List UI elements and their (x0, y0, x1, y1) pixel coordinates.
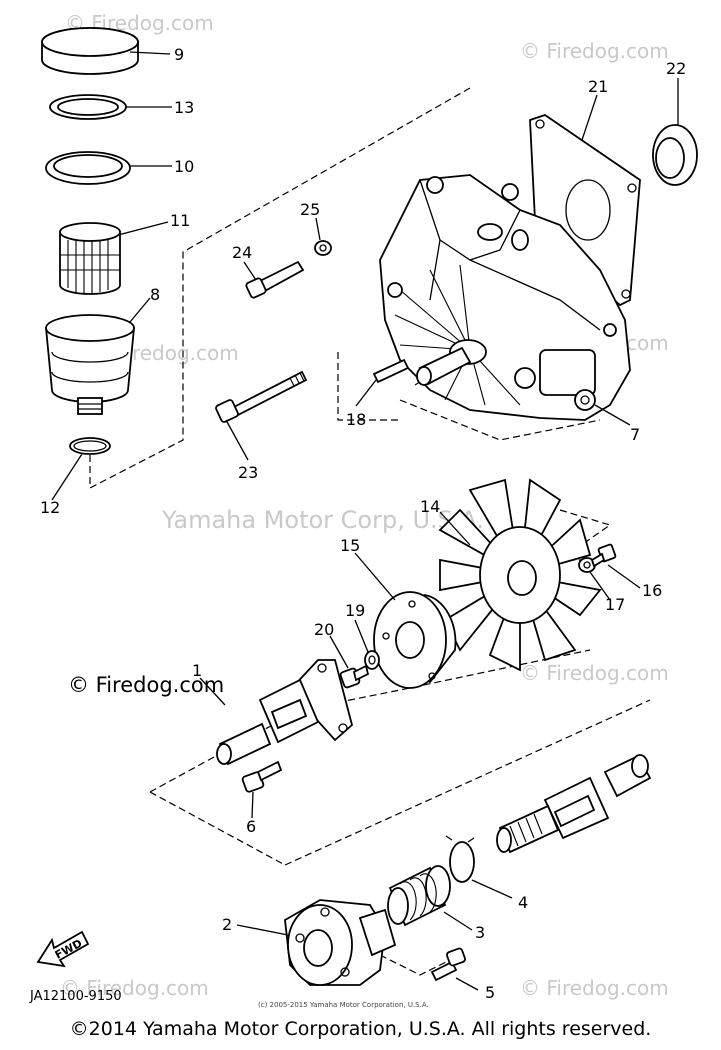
part-9-cap (41, 27, 139, 75)
callout-numbers: 9 13 10 11 8 12 21 22 25 24 23 18 7 14 1… (40, 45, 686, 1002)
part-13-ring (49, 94, 127, 120)
callout-11: 11 (170, 211, 190, 230)
part-5-bolt (430, 947, 466, 982)
drive-shaft-lower (496, 754, 652, 854)
part-20-bolt (339, 664, 370, 689)
part-16-bolt (590, 543, 617, 568)
watermark-firedog: © Firedog.com (520, 976, 669, 1000)
callout-19: 19 (345, 601, 365, 620)
part-6-bolt (241, 760, 283, 793)
callout-8: 8 (150, 285, 160, 304)
callout-25: 25 (300, 200, 320, 219)
callout-2: 2 (222, 915, 232, 934)
callout-20: 20 (314, 620, 334, 639)
part-24-bolt (245, 260, 305, 299)
callout-24: 24 (232, 243, 252, 262)
callout-15: 15 (340, 536, 360, 555)
diagram-code: JA12100-9150 (29, 989, 122, 1004)
watermark-firedog: © Firedog.com (520, 661, 669, 685)
assembly-dash-line (149, 649, 591, 793)
callout-6: 6 (246, 817, 256, 836)
watermark-firedog-dark: © Firedog.com (68, 673, 224, 697)
callout-18: 18 (346, 410, 366, 429)
assembly-dash-line (379, 954, 461, 976)
part-8-strainer-body (45, 314, 135, 415)
part-14-fan (438, 478, 602, 672)
assembly-dash-line (89, 87, 471, 489)
callout-17: 17 (605, 595, 625, 614)
callout-4: 4 (518, 893, 528, 912)
part-2-housing (284, 899, 397, 986)
callout-14: 14 (420, 497, 440, 516)
part-19-washer (364, 650, 380, 670)
assembly-dash-line (399, 399, 601, 441)
watermark-firedog: © Firedog.com (60, 976, 209, 1000)
callout-1: 1 (192, 661, 202, 680)
part-3-boot (387, 865, 451, 927)
watermark-firedog: © Firedog.com (520, 39, 669, 63)
small-copyright: (c) 2005-2015 Yamaha Motor Corporation, … (258, 1001, 429, 1009)
fwd-arrow-icon: FWD (36, 930, 90, 968)
callout-3: 3 (475, 923, 485, 942)
part-18-key (372, 358, 410, 384)
part-22-oil-seal (652, 124, 698, 186)
part-10-gasket (45, 151, 131, 185)
watermark-yamaha: Yamaha Motor Corp, U.S.A. (161, 506, 484, 534)
callout-9: 9 (174, 45, 184, 64)
part-25-washer (314, 240, 332, 256)
callout-13: 13 (174, 98, 194, 117)
part-7-pump-housing (379, 174, 631, 421)
part-1-drive-shaft-joint (216, 659, 354, 766)
assembly-dash-line (149, 791, 286, 866)
part-23-long-bolt (215, 370, 308, 423)
assembly-dash-line (337, 352, 400, 421)
callout-12: 12 (40, 498, 60, 517)
part-15-pulley-hub (373, 591, 457, 689)
callout-23: 23 (238, 463, 258, 482)
part-11-filter-screen (59, 222, 121, 295)
callout-22: 22 (666, 59, 686, 78)
footer-copyright: ©2014 Yamaha Motor Corporation, U.S.A. A… (69, 1018, 652, 1040)
callout-21: 21 (588, 77, 608, 96)
callout-7: 7 (630, 425, 640, 444)
callout-10: 10 (174, 157, 194, 176)
part-4-clip (445, 835, 475, 883)
leader-lines (51, 51, 679, 991)
callout-5: 5 (485, 983, 495, 1002)
assembly-dash-line (284, 699, 651, 866)
callout-16: 16 (642, 581, 662, 600)
part-12-o-ring (69, 437, 111, 455)
